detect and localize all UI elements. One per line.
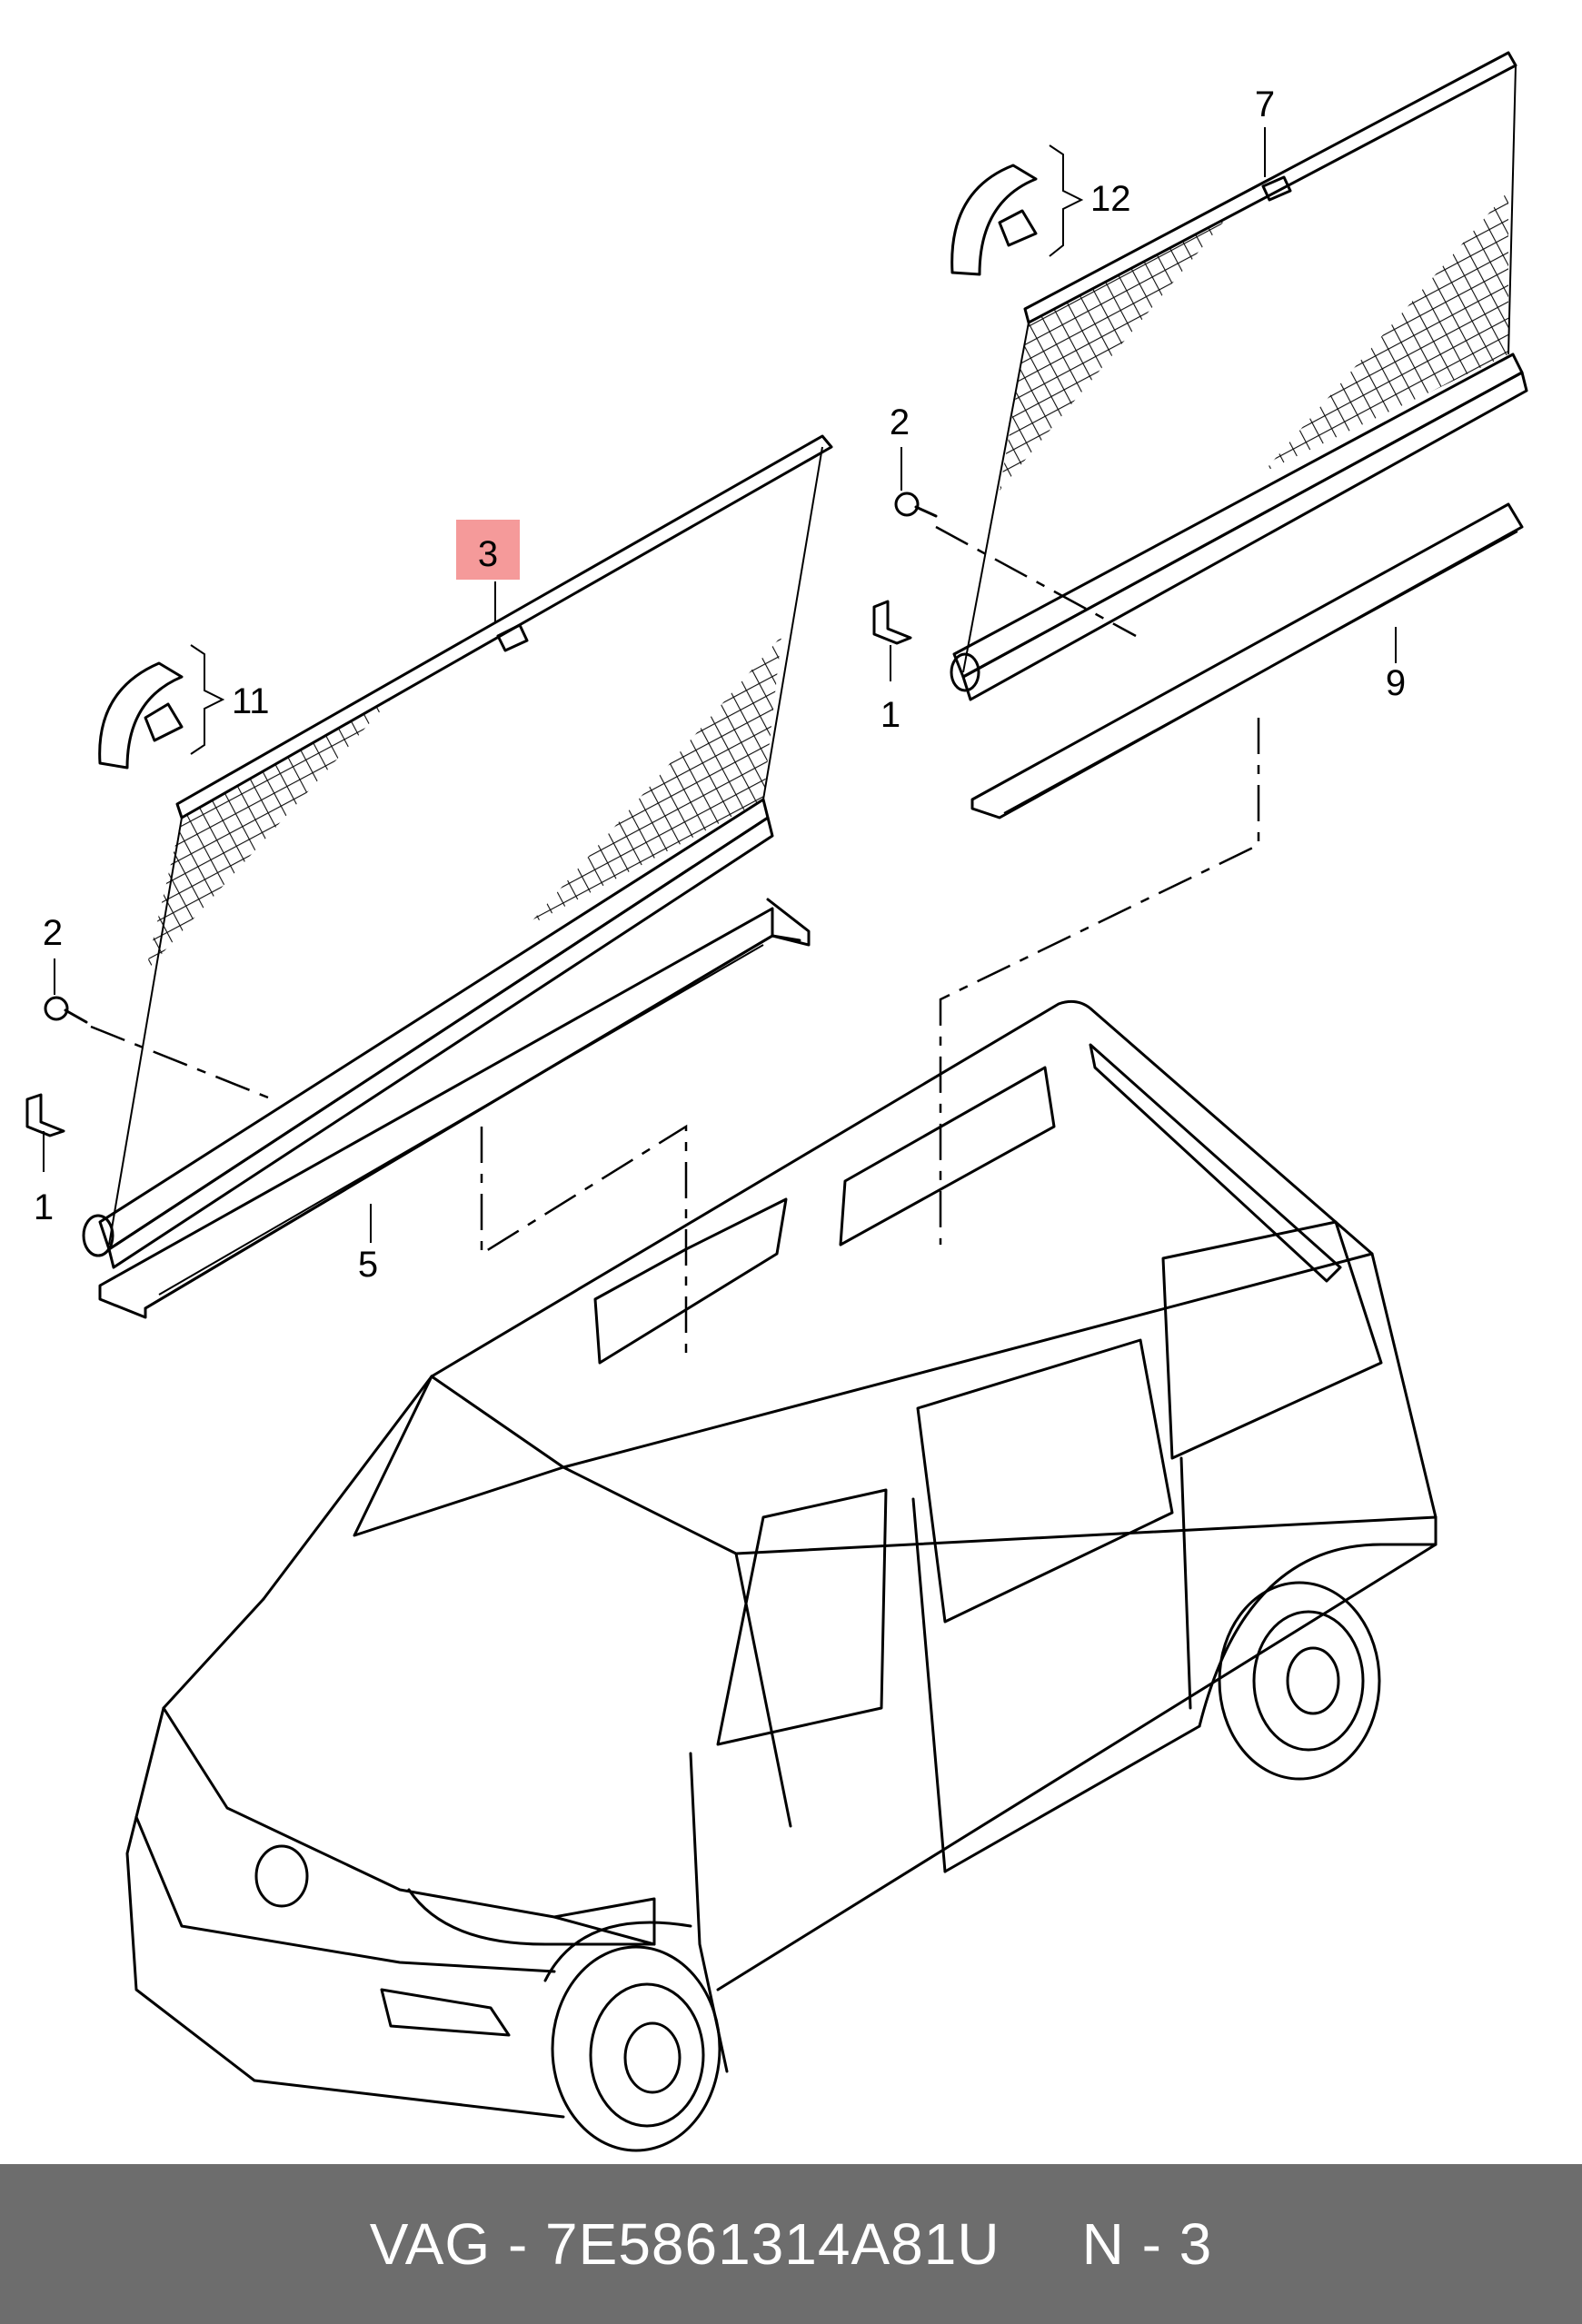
callout-2-left: 2 [43, 913, 63, 995]
mesh-area [1000, 218, 1227, 491]
svg-text:2: 2 [43, 913, 63, 953]
svg-text:1: 1 [881, 695, 900, 735]
mesh-area [145, 700, 391, 972]
mesh-area [527, 636, 781, 927]
clip-11 [98, 644, 225, 770]
parts-diagram: 1 1 2 2 3 5 7 9 11 12 [25, 51, 1528, 2152]
van-illustration [125, 999, 1438, 2152]
bracket-left [25, 1093, 65, 1137]
callout-1-left: 1 [34, 1131, 54, 1227]
callout-1-right: 1 [881, 645, 900, 735]
svg-text:12: 12 [1090, 179, 1131, 219]
footer-bar: VAG - 7E5861314A81U N - 3 [0, 2164, 1582, 2324]
callout-5: 5 [358, 1204, 378, 1285]
mesh-area [1263, 191, 1508, 472]
right-sunblind [950, 51, 1528, 701]
vw-badge [254, 1844, 309, 1908]
assembly-lines [90, 525, 1260, 1363]
svg-text:9: 9 [1386, 663, 1406, 703]
callout-9: 9 [1386, 627, 1406, 703]
callout-12: 12 [1090, 179, 1131, 219]
highlight-box [456, 520, 520, 580]
left-trim-strip [98, 898, 811, 1319]
callout-3-highlighted: 3 [456, 520, 520, 622]
callout-2-right: 2 [890, 402, 910, 491]
rear-wheel [1218, 1581, 1381, 1781]
bolt-left [44, 996, 88, 1024]
svg-text:5: 5 [358, 1245, 378, 1285]
left-sunblind [82, 434, 833, 1269]
callout-7: 7 [1255, 84, 1275, 177]
page-reference: N - 3 [1081, 2211, 1213, 2277]
part-number: VAG - 7E5861314A81U [369, 2211, 1000, 2277]
callout-11: 11 [232, 681, 270, 721]
svg-text:1: 1 [34, 1187, 54, 1227]
svg-text:7: 7 [1255, 84, 1275, 124]
bracket-right [872, 600, 912, 645]
bolt-right [894, 492, 938, 518]
svg-text:3: 3 [478, 534, 498, 574]
right-trim-strip [970, 502, 1524, 819]
svg-text:2: 2 [890, 402, 910, 442]
clip-12 [950, 144, 1084, 276]
front-wheel [551, 1945, 721, 2152]
svg-text:11: 11 [232, 681, 270, 721]
